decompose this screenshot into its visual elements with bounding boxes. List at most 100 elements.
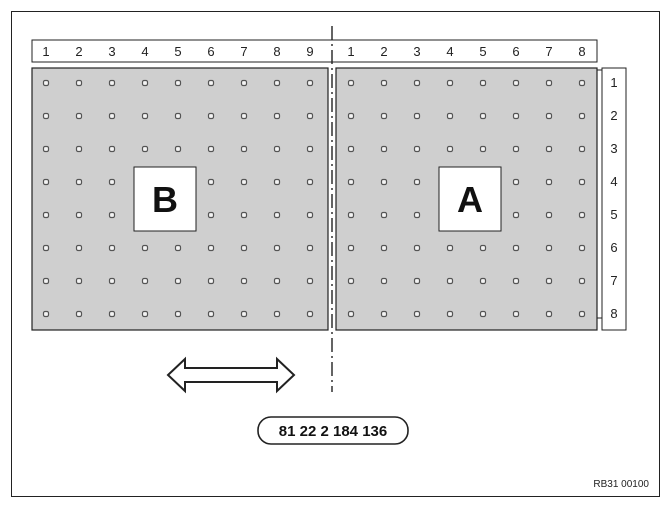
panel-a-label-box [438, 166, 502, 232]
peg-hole [108, 79, 116, 87]
peg-hole [207, 145, 215, 153]
peg-hole [42, 211, 50, 219]
peg-hole [306, 145, 314, 153]
peg-hole [306, 112, 314, 120]
top-column-number: 6 [512, 44, 519, 59]
peg-hole [413, 277, 421, 285]
peg-hole [75, 211, 83, 219]
peg-hole [273, 79, 281, 87]
reference-code: RB31 00100 [593, 479, 649, 490]
peg-hole [446, 145, 454, 153]
peg-hole [207, 178, 215, 186]
peg-hole [380, 244, 388, 252]
peg-hole [306, 244, 314, 252]
peg-hole [141, 277, 149, 285]
peg-hole [347, 79, 355, 87]
peg-hole [578, 112, 586, 120]
peg-hole [42, 145, 50, 153]
peg-hole [545, 178, 553, 186]
peg-hole [479, 145, 487, 153]
top-column-number: 2 [380, 44, 387, 59]
peg-hole [174, 244, 182, 252]
side-row-number: 6 [610, 240, 617, 255]
peg-hole [174, 79, 182, 87]
peg-hole [479, 277, 487, 285]
peg-hole [512, 310, 520, 318]
peg-hole [240, 79, 248, 87]
peg-hole [545, 211, 553, 219]
peg-hole [512, 112, 520, 120]
peg-hole [174, 112, 182, 120]
top-column-number: 3 [108, 44, 115, 59]
peg-hole [545, 277, 553, 285]
peg-hole [413, 178, 421, 186]
peg-hole [174, 277, 182, 285]
peg-hole [413, 244, 421, 252]
peg-hole [380, 310, 388, 318]
peg-hole [306, 310, 314, 318]
peg-hole [578, 79, 586, 87]
top-column-number: 5 [174, 44, 181, 59]
peg-hole [578, 145, 586, 153]
side-row-number: 8 [610, 306, 617, 321]
peg-hole [42, 310, 50, 318]
peg-hole [380, 277, 388, 285]
peg-hole [347, 277, 355, 285]
peg-hole [347, 145, 355, 153]
peg-hole [207, 79, 215, 87]
peg-hole [108, 145, 116, 153]
peg-hole [108, 310, 116, 318]
peg-hole [413, 145, 421, 153]
peg-hole [479, 310, 487, 318]
peg-hole [141, 244, 149, 252]
top-column-number: 7 [545, 44, 552, 59]
peg-hole [306, 277, 314, 285]
top-column-number: 8 [273, 44, 280, 59]
peg-hole [578, 310, 586, 318]
peg-hole [240, 211, 248, 219]
part-number-text: 81 22 2 184 136 [279, 423, 387, 440]
peg-hole [545, 112, 553, 120]
part-number-badge: 81 22 2 184 136 [257, 416, 409, 445]
peg-hole [347, 244, 355, 252]
peg-hole [207, 277, 215, 285]
peg-hole [446, 112, 454, 120]
peg-hole [479, 112, 487, 120]
peg-hole [306, 178, 314, 186]
side-row-number: 7 [610, 273, 617, 288]
peg-hole [347, 310, 355, 318]
top-column-number: 4 [141, 44, 148, 59]
peg-hole [108, 112, 116, 120]
peg-hole [479, 244, 487, 252]
peg-hole [273, 244, 281, 252]
peg-hole [108, 244, 116, 252]
peg-hole [413, 310, 421, 318]
peg-hole [545, 145, 553, 153]
peg-hole [578, 277, 586, 285]
panel-b-label-box [133, 166, 197, 232]
side-row-number: 2 [610, 108, 617, 123]
peg-hole [273, 277, 281, 285]
peg-hole [240, 277, 248, 285]
side-row-number: 5 [610, 207, 617, 222]
side-row-number: 1 [610, 75, 617, 90]
peg-hole [273, 310, 281, 318]
peg-hole [512, 244, 520, 252]
peg-hole [446, 79, 454, 87]
peg-hole [380, 178, 388, 186]
peg-hole [141, 310, 149, 318]
peg-hole [446, 244, 454, 252]
top-column-number: 5 [479, 44, 486, 59]
top-column-number: 2 [75, 44, 82, 59]
peg-hole [413, 112, 421, 120]
top-column-number: 1 [42, 44, 49, 59]
peg-hole [42, 112, 50, 120]
peg-hole [141, 79, 149, 87]
peg-hole [380, 145, 388, 153]
peg-hole [240, 310, 248, 318]
peg-hole [75, 79, 83, 87]
top-column-number: 6 [207, 44, 214, 59]
peg-hole [207, 310, 215, 318]
peg-hole [75, 310, 83, 318]
peg-hole [42, 244, 50, 252]
